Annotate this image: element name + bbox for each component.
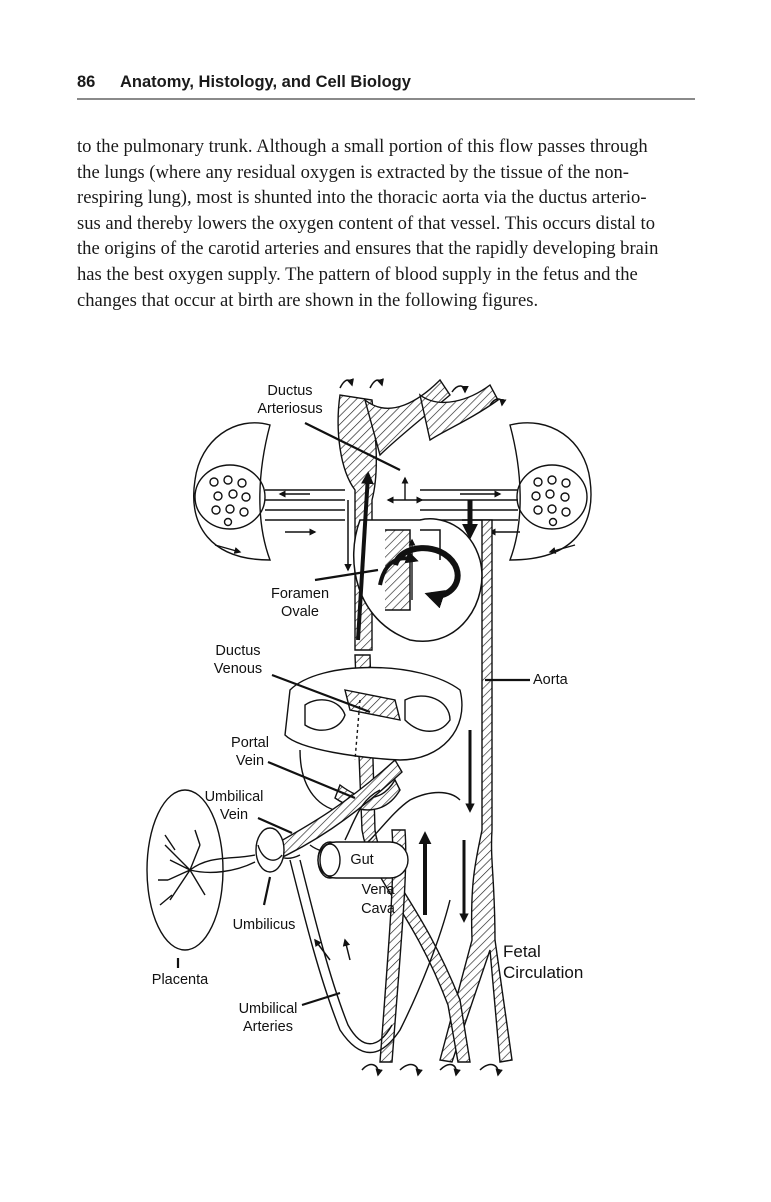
body-line: to the pulmonary trunk. Although a small… [77,136,648,157]
label-vena-cava: Vena [361,882,395,898]
umbilicus-ring [255,827,285,873]
label-leaders [176,422,530,1007]
head-vessels [363,378,451,457]
body-line: respiring lung), most is shunted into th… [77,187,647,209]
body-line: the origins of the carotid arteries and … [77,238,659,260]
label-foramen-ovale: Foramen [271,586,329,602]
heart [353,518,483,643]
label-umbilical-vein: Vein [220,807,248,823]
body-line: sus and thereby lowers the oxygen conten… [77,212,656,234]
right-lung [508,422,592,561]
label-umbilicus: Umbilicus [233,917,296,933]
label-vena-cava: Cava [361,901,396,917]
body-line: the lungs (where any residual oxygen is … [77,161,629,183]
running-header: 86 Anatomy, Histology, and Cell Biology [77,70,695,100]
placenta [146,789,256,951]
body-paragraph: to the pulmonary trunk. Although a small… [77,134,695,313]
liver [284,666,463,813]
flow-arrows [314,378,507,1077]
body-line: has the best oxygen supply. The pattern … [77,263,638,285]
label-ductus-arteriosus: Arteriosus [257,401,322,417]
label-ductus-venous: Venous [214,661,262,677]
running-title: Anatomy, Histology, and Cell Biology [120,73,411,91]
label-ductus-arteriosus: Ductus [267,383,312,399]
label-fetal-circulation: Circulation [503,963,583,982]
left-alveoli [209,475,251,527]
page-number: 86 [77,73,96,91]
right-alveoli [531,475,571,527]
umbilical-vein-vessel [264,758,403,863]
label-gut: Gut [350,852,373,868]
label-umbilical-arteries: Arteries [243,1019,293,1035]
label-fetal-circulation: Fetal [503,942,541,961]
left-lung [193,422,272,561]
label-umbilical-vein: Umbilical [205,789,264,805]
descending-aorta [439,519,513,1063]
gut-and-umbilical [255,758,461,1054]
body-line: changes that occur at birth are shown in… [77,289,539,311]
label-umbilical-arteries: Umbilical [239,1001,298,1017]
label-aorta: Aorta [533,672,569,688]
labels: Ductus Arteriosus Foramen Ovale Ductus V… [152,383,584,1035]
label-portal-vein: Vein [236,753,264,769]
label-foramen-ovale: Ovale [281,604,319,620]
fetal-circulation-diagram: Ductus Arteriosus Foramen Ovale Ductus V… [146,378,592,1077]
label-ductus-venous: Ductus [215,643,260,659]
umbilical-arteries-vessels [289,859,451,1054]
label-placenta: Placenta [152,972,209,988]
label-portal-vein: Portal [231,735,269,751]
